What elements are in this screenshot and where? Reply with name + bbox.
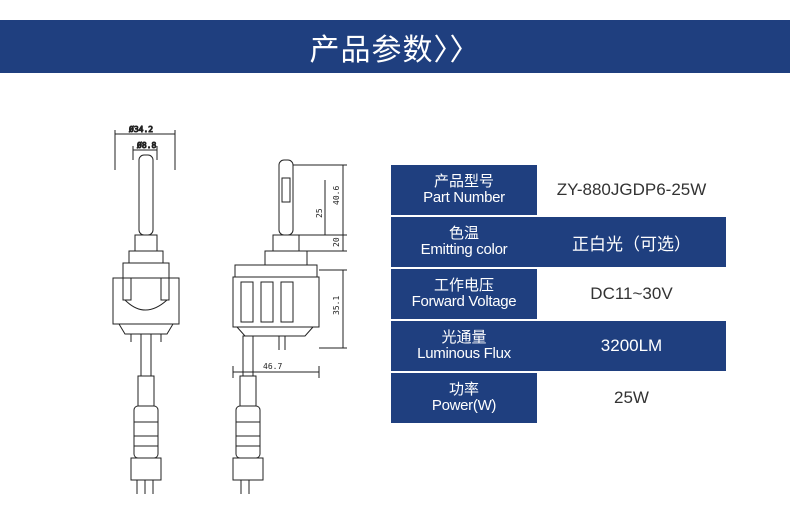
spec-label-en: Forward Voltage xyxy=(411,293,517,310)
dim-height-body: 35.1 xyxy=(332,296,341,315)
spec-row-emitting-color: 色温 Emitting color 正白光（可选） xyxy=(391,217,726,267)
spec-label-en: Luminous Flux xyxy=(417,345,511,362)
spec-value: 正白光（可选） xyxy=(537,217,726,267)
spec-label: 光通量 Luminous Flux xyxy=(391,321,537,371)
page-title: 产品参数〉〉 xyxy=(309,32,481,68)
spec-label-zh: 产品型号 xyxy=(433,172,494,191)
spec-label-zh: 光通量 xyxy=(441,328,487,347)
technical-drawing: Ø34.2 Ø8.8 xyxy=(112,124,347,494)
dim-height-mid: 20 xyxy=(332,237,341,247)
spec-row-forward-voltage: 工作电压 Forward Voltage DC11~30V xyxy=(391,269,726,319)
spec-value: ZY-880JGDP6-25W xyxy=(537,165,726,215)
dim-inner-diameter: Ø8.8 xyxy=(137,140,156,150)
header-banner: 产品参数〉〉 xyxy=(0,20,790,73)
spec-value: DC11~30V xyxy=(537,269,726,319)
spec-label-zh: 功率 xyxy=(448,380,479,399)
spec-row-power: 功率 Power(W) 25W xyxy=(391,373,726,423)
spec-row-luminous-flux: 光通量 Luminous Flux 3200LM xyxy=(391,321,726,371)
dim-width-body: 46.7 xyxy=(263,362,282,371)
spec-value: 3200LM xyxy=(537,321,726,371)
bulb-front-view xyxy=(112,130,180,494)
spec-label-en: Emitting color xyxy=(420,241,508,258)
spec-label-zh: 工作电压 xyxy=(433,276,494,295)
spec-label: 产品型号 Part Number xyxy=(391,165,537,215)
spec-label: 色温 Emitting color xyxy=(391,217,537,267)
spec-label-zh: 色温 xyxy=(448,224,479,243)
spec-label: 功率 Power(W) xyxy=(391,373,537,423)
spec-table: 产品型号 Part Number ZY-880JGDP6-25W 色温 Emit… xyxy=(391,165,726,425)
spec-value: 25W xyxy=(537,373,726,423)
dim-outer-diameter: Ø34.2 xyxy=(129,124,153,134)
spec-label: 工作电压 Forward Voltage xyxy=(391,269,537,319)
spec-label-en: Part Number xyxy=(423,189,505,206)
dim-height-upper: 25 xyxy=(315,208,324,218)
bulb-side-view xyxy=(232,159,320,494)
spec-row-part-number: 产品型号 Part Number ZY-880JGDP6-25W xyxy=(391,165,726,215)
dim-height-total: 40.6 xyxy=(332,186,341,205)
spec-label-en: Power(W) xyxy=(431,397,497,414)
